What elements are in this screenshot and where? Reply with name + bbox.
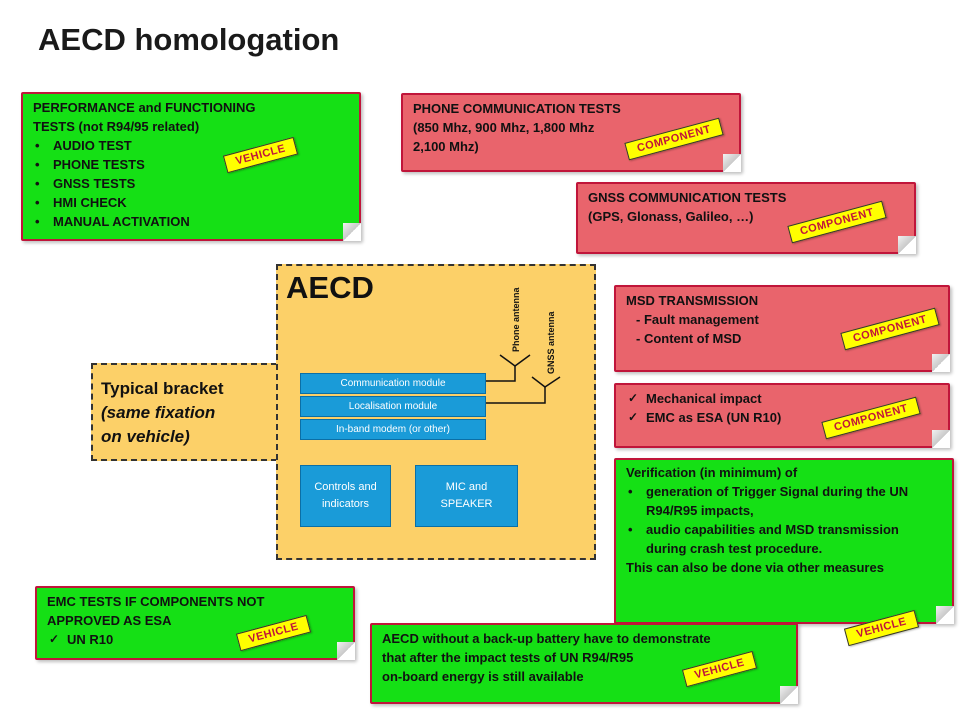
- in-band-modem: In-band modem (or other): [300, 419, 486, 440]
- msd-item-fault: - Fault management: [636, 312, 759, 327]
- list-item: Mechanical impact: [626, 389, 938, 408]
- list-item: audio capabilities and MSD transmission …: [626, 520, 942, 558]
- communication-module: Communication module: [300, 373, 486, 394]
- phone-title-line2: (850 Mhz, 900 Mhz, 1,800 Mhz: [413, 120, 595, 135]
- phone-antenna-label: Phone antenna: [511, 287, 521, 352]
- bracket-line2: (same fixation: [101, 403, 216, 422]
- battery-line1: AECD without a back-up battery have to d…: [382, 631, 711, 646]
- folded-corner: [936, 606, 954, 624]
- gnss-title-line2: (GPS, Glonass, Galileo, …): [588, 209, 754, 224]
- battery-line2: that after the impact tests of UN R94/R9…: [382, 650, 634, 665]
- list-item: HMI CHECK: [33, 193, 349, 212]
- folded-corner: [780, 686, 798, 704]
- folded-corner: [343, 223, 361, 241]
- list-item: generation of Trigger Signal during the …: [626, 482, 942, 520]
- list-item: PHONE TESTS: [33, 155, 349, 174]
- verification-note: Verification (in minimum) of generation …: [614, 458, 954, 624]
- folded-corner: [723, 154, 741, 172]
- folded-corner: [932, 354, 950, 372]
- gnss-title-line1: GNSS COMMUNICATION TESTS: [588, 190, 787, 205]
- typical-bracket: Typical bracket (same fixation on vehicl…: [91, 363, 277, 461]
- emc-title-line1: EMC TESTS IF COMPONENTS NOT: [47, 594, 265, 609]
- folded-corner: [337, 642, 355, 660]
- folded-corner: [898, 236, 916, 254]
- msd-item-content: - Content of MSD: [636, 331, 742, 346]
- list-item: UN R10: [47, 630, 343, 649]
- msd-title-line1: MSD TRANSMISSION: [626, 293, 759, 308]
- mic-speaker: MIC and SPEAKER: [415, 465, 518, 527]
- page-title: AECD homologation: [38, 22, 340, 57]
- list-item: AUDIO TEST: [33, 136, 349, 155]
- list-item: MANUAL ACTIVATION: [33, 212, 349, 231]
- mic-speaker-label: MIC and SPEAKER: [440, 481, 493, 510]
- aecd-label: AECD: [286, 270, 374, 305]
- bracket-line1: Typical bracket: [101, 379, 224, 398]
- list-item: GNSS TESTS: [33, 174, 349, 193]
- phone-title-line1: PHONE COMMUNICATION TESTS: [413, 101, 621, 116]
- emc-list: UN R10: [47, 630, 343, 649]
- gnss-antenna-line: [486, 387, 546, 404]
- aecd-box: AECD Communication module Localisation m…: [276, 264, 596, 560]
- phone-antenna-line: [486, 366, 516, 382]
- verification-title: Verification (in minimum) of: [626, 465, 798, 480]
- controls-indicators: Controls and indicators: [300, 465, 391, 527]
- mechanical-list: Mechanical impact EMC as ESA (UN R10): [626, 389, 938, 427]
- performance-title-line1: PERFORMANCE and FUNCTIONING: [33, 100, 256, 115]
- battery-note: AECD without a back-up battery have to d…: [370, 623, 798, 704]
- list-item: EMC as ESA (UN R10): [626, 408, 938, 427]
- performance-title-line2: TESTS (not R94/95 related): [33, 119, 200, 134]
- phone-title-line3: 2,100 Mhz): [413, 139, 479, 154]
- battery-line3: on-board energy is still available: [382, 669, 584, 684]
- localisation-module: Localisation module: [300, 396, 486, 417]
- performance-tests-note: PERFORMANCE and FUNCTIONING TESTS (not R…: [21, 92, 361, 241]
- performance-list: AUDIO TEST PHONE TESTS GNSS TESTS HMI CH…: [33, 136, 349, 231]
- emc-title-line2: APPROVED AS ESA: [47, 613, 172, 628]
- controls-label: Controls and indicators: [314, 481, 377, 510]
- verification-footer: This can also be done via other measures: [626, 560, 884, 575]
- bracket-line3: on vehicle): [101, 427, 190, 446]
- folded-corner: [932, 430, 950, 448]
- gnss-antenna-label: GNSS antenna: [546, 311, 556, 374]
- verification-list: generation of Trigger Signal during the …: [626, 482, 942, 558]
